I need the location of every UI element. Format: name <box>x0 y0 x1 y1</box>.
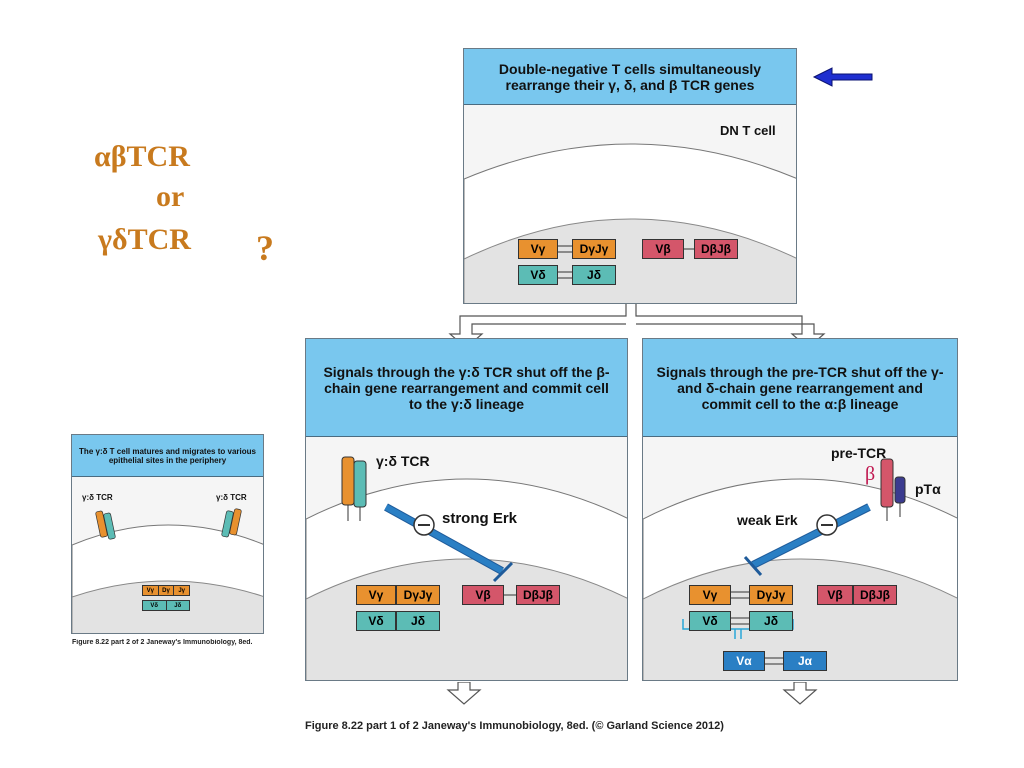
beta-label: β <box>865 463 876 485</box>
alpha-beta-lineage-panel: Signals through the pre-TCR shut off the… <box>642 338 958 681</box>
down-arrow-right-icon <box>782 682 818 705</box>
v-delta-segment: Vδ <box>689 611 731 631</box>
mini-gamma-delta-panel: The γ:δ T cell matures and migrates to v… <box>71 434 264 634</box>
down-arrow-left-icon <box>446 682 482 705</box>
top-panel-header: Double-negative T cells simultaneously r… <box>464 49 796 105</box>
j-delta-segment: Jδ <box>396 611 440 631</box>
gamma-delta-tcr-label: γ:δ TCR <box>376 453 430 469</box>
mini-figure-caption: Figure 8.22 part 2 of 2 Janeway's Immuno… <box>72 639 253 646</box>
v-gamma-segment: Vγ <box>356 585 396 605</box>
dj-gamma-segment: DγJγ <box>749 585 793 605</box>
mini-panel-header: The γ:δ T cell matures and migrates to v… <box>72 435 263 477</box>
v-beta-segment: Vβ <box>642 239 684 259</box>
left-receptor-icon <box>95 510 116 540</box>
pre-tcr-receptor-icon <box>880 458 906 521</box>
gamma-delta-receptor-icon <box>341 456 367 521</box>
left-panel-header: Signals through the γ:δ TCR shut off the… <box>306 339 627 437</box>
gamma-delta-tcr-label: γδTCR <box>98 223 191 256</box>
question-mark: ? <box>256 228 274 268</box>
mini-right-receptor-label: γ:δ TCR <box>216 493 247 502</box>
v-beta-segment: Vβ <box>462 585 504 605</box>
v-gamma-segment: Vγ <box>689 585 731 605</box>
j-delta-segment: Jδ <box>572 265 616 285</box>
dn-t-cell-panel: Double-negative T cells simultaneously r… <box>463 48 797 304</box>
v-delta-segment: Vδ <box>356 611 396 631</box>
strong-erk-label: strong Erk <box>442 510 518 527</box>
mini-left-receptor-label: γ:δ TCR <box>82 493 113 502</box>
or-label: or <box>156 180 185 213</box>
pre-tcr-label: pre-TCR <box>831 445 887 461</box>
dj-gamma-segment: DγJγ <box>572 239 616 259</box>
dj-beta-segment: DβJβ <box>516 585 560 605</box>
dn-t-cell-label: DN T cell <box>720 123 776 138</box>
j-alpha-segment: Jα <box>783 651 827 671</box>
j-delta-segment: Jδ <box>749 611 793 631</box>
v-delta-segment: Vδ <box>518 265 558 285</box>
alpha-beta-tcr-label: αβTCR <box>94 140 190 173</box>
v-beta-segment: Vβ <box>817 585 853 605</box>
right-receptor-icon <box>221 508 242 538</box>
main-figure-caption: Figure 8.22 part 1 of 2 Janeway's Immuno… <box>305 720 724 732</box>
right-panel-header: Signals through the pre-TCR shut off the… <box>643 339 957 437</box>
dj-beta-segment: DβJβ <box>853 585 897 605</box>
dj-gamma-segment: DγJγ <box>396 585 440 605</box>
dj-beta-segment: DβJβ <box>694 239 738 259</box>
pt-alpha-label: pTα <box>915 481 941 497</box>
pointer-arrow-icon <box>812 67 873 87</box>
v-gamma-segment: Vγ <box>518 239 558 259</box>
weak-erk-label: weak Erk <box>737 512 798 528</box>
gamma-delta-lineage-panel: Signals through the γ:δ TCR shut off the… <box>305 338 628 681</box>
v-alpha-segment: Vα <box>723 651 765 671</box>
